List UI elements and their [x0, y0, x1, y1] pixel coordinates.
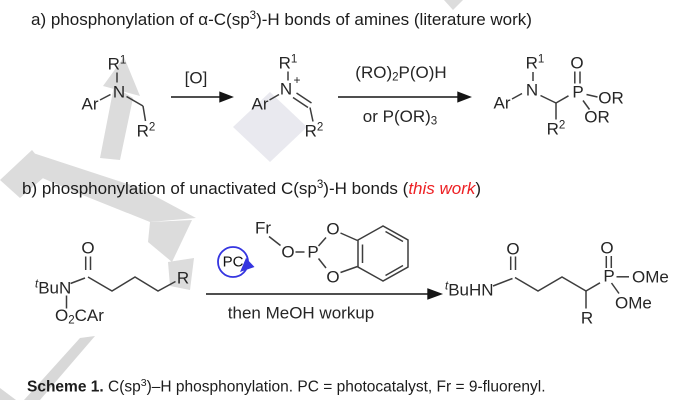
substrate-ocar-label: O2CAr: [55, 305, 104, 327]
phosphite-o-bottom-label: O: [326, 267, 340, 287]
oxidant-label: [O]: [184, 68, 208, 88]
photocatalyst-label: PC: [222, 253, 244, 271]
scheme-caption: Scheme 1. C(sp3)–H phosphonylation. PC =…: [27, 377, 546, 397]
reaction-arrows: [171, 91, 472, 300]
arrowhead: [219, 91, 234, 103]
product-a-or-label: OR: [598, 88, 624, 108]
iminium-bonds: [269, 71, 314, 122]
caption-sup: 3: [140, 377, 147, 390]
iminium-charge-label: +: [293, 73, 301, 87]
watermark-shape: [24, 336, 95, 400]
structure-bonds: [65, 71, 629, 309]
product-b-o-label: O: [600, 238, 614, 258]
watermark-shape: [103, 57, 140, 96]
header-b-text: ): [475, 178, 482, 198]
arrowhead: [427, 288, 444, 300]
arrowhead: [457, 91, 472, 103]
amine-ar-label: Ar: [81, 94, 99, 114]
product-a-o-label: O: [570, 53, 584, 73]
caption-text: )–H phosphonylation. PC = photocatalyst,…: [146, 378, 546, 396]
iminium-r1-label: R1: [278, 53, 298, 73]
watermark-shape: [0, 388, 16, 400]
this-work-emphasis: this work: [408, 178, 476, 198]
header-b-text: )-H bonds (: [323, 178, 409, 198]
section-a-header: a) phosphonylation of α-C(sp3)-H bonds o…: [31, 10, 532, 30]
header-a-sup: 3: [249, 10, 257, 23]
product-b-bonds: [492, 256, 629, 309]
watermark-shapes: [0, 0, 463, 400]
amine-r1-label: R1: [107, 54, 127, 74]
substrate-carbonyl-o-label: O: [81, 238, 95, 258]
iminium-ar-label: Ar: [251, 94, 269, 114]
caption-bold-label: Scheme 1.: [27, 378, 104, 396]
substrate-tbun-label: tBuN: [35, 278, 72, 298]
product-b-ome-label: OMe: [632, 267, 669, 287]
amine-r2-label: R2: [136, 121, 156, 141]
header-b-text: b) phosphonylation of unactivated C(sp: [22, 178, 317, 198]
watermark-shape: [148, 220, 192, 262]
phosphite-reagent-label: (RO)2P(O)H: [355, 62, 447, 84]
product-a-n-label: N: [525, 80, 539, 100]
phosphite-fr-label: Fr: [254, 218, 272, 238]
phosphite-p-label: P: [307, 242, 319, 262]
product-b-tbuhn-label: tBuHN: [445, 280, 494, 300]
product-b-ome2-label: OMe: [615, 293, 652, 313]
amine-n-label: N: [112, 82, 126, 102]
caption-text: C(sp: [103, 378, 141, 396]
section-b-header: b) phosphonylation of unactivated C(sp3)…: [22, 179, 481, 199]
header-b-sup: 3: [316, 179, 324, 192]
product-b-p-label: P: [603, 266, 615, 286]
watermark-shape: [24, 152, 196, 222]
watermark-shape: [444, 0, 463, 10]
product-a-r1-label: R1: [525, 53, 545, 73]
product-a-or2-label: OR: [584, 107, 610, 127]
product-b-carbonyl-o-label: O: [506, 239, 520, 259]
iminium-n-label: N: [279, 79, 293, 99]
product-a-ar-label: Ar: [493, 93, 511, 113]
watermark-shape: [100, 86, 133, 160]
header-a-text: a) phosphonylation of α-C(sp: [31, 9, 250, 29]
benzene-ring: [357, 225, 409, 282]
header-a-text: )-H bonds of amines (literature work): [256, 9, 532, 29]
aminophosphonate-bonds: [511, 71, 598, 120]
workup-condition-label: then MeOH workup: [227, 303, 375, 323]
product-a-r2-label: R2: [546, 119, 566, 139]
iminium-r2-label: R2: [304, 121, 324, 141]
product-b-r-label: R: [580, 308, 594, 328]
substrate-bonds: [65, 256, 176, 309]
watermark-diamond: [233, 92, 307, 162]
phosphite-o-top-label: O: [326, 219, 340, 239]
substrate-r-label: R: [176, 268, 190, 288]
alt-reagent-label: or P(OR)3: [362, 106, 438, 128]
phosphite-bonds: [268, 225, 409, 282]
amine-bonds: [99, 72, 147, 122]
phosphite-o-link-label: O: [281, 242, 295, 262]
photocatalyst-cycle-icon: [217, 246, 255, 278]
product-a-p-label: P: [572, 82, 584, 102]
